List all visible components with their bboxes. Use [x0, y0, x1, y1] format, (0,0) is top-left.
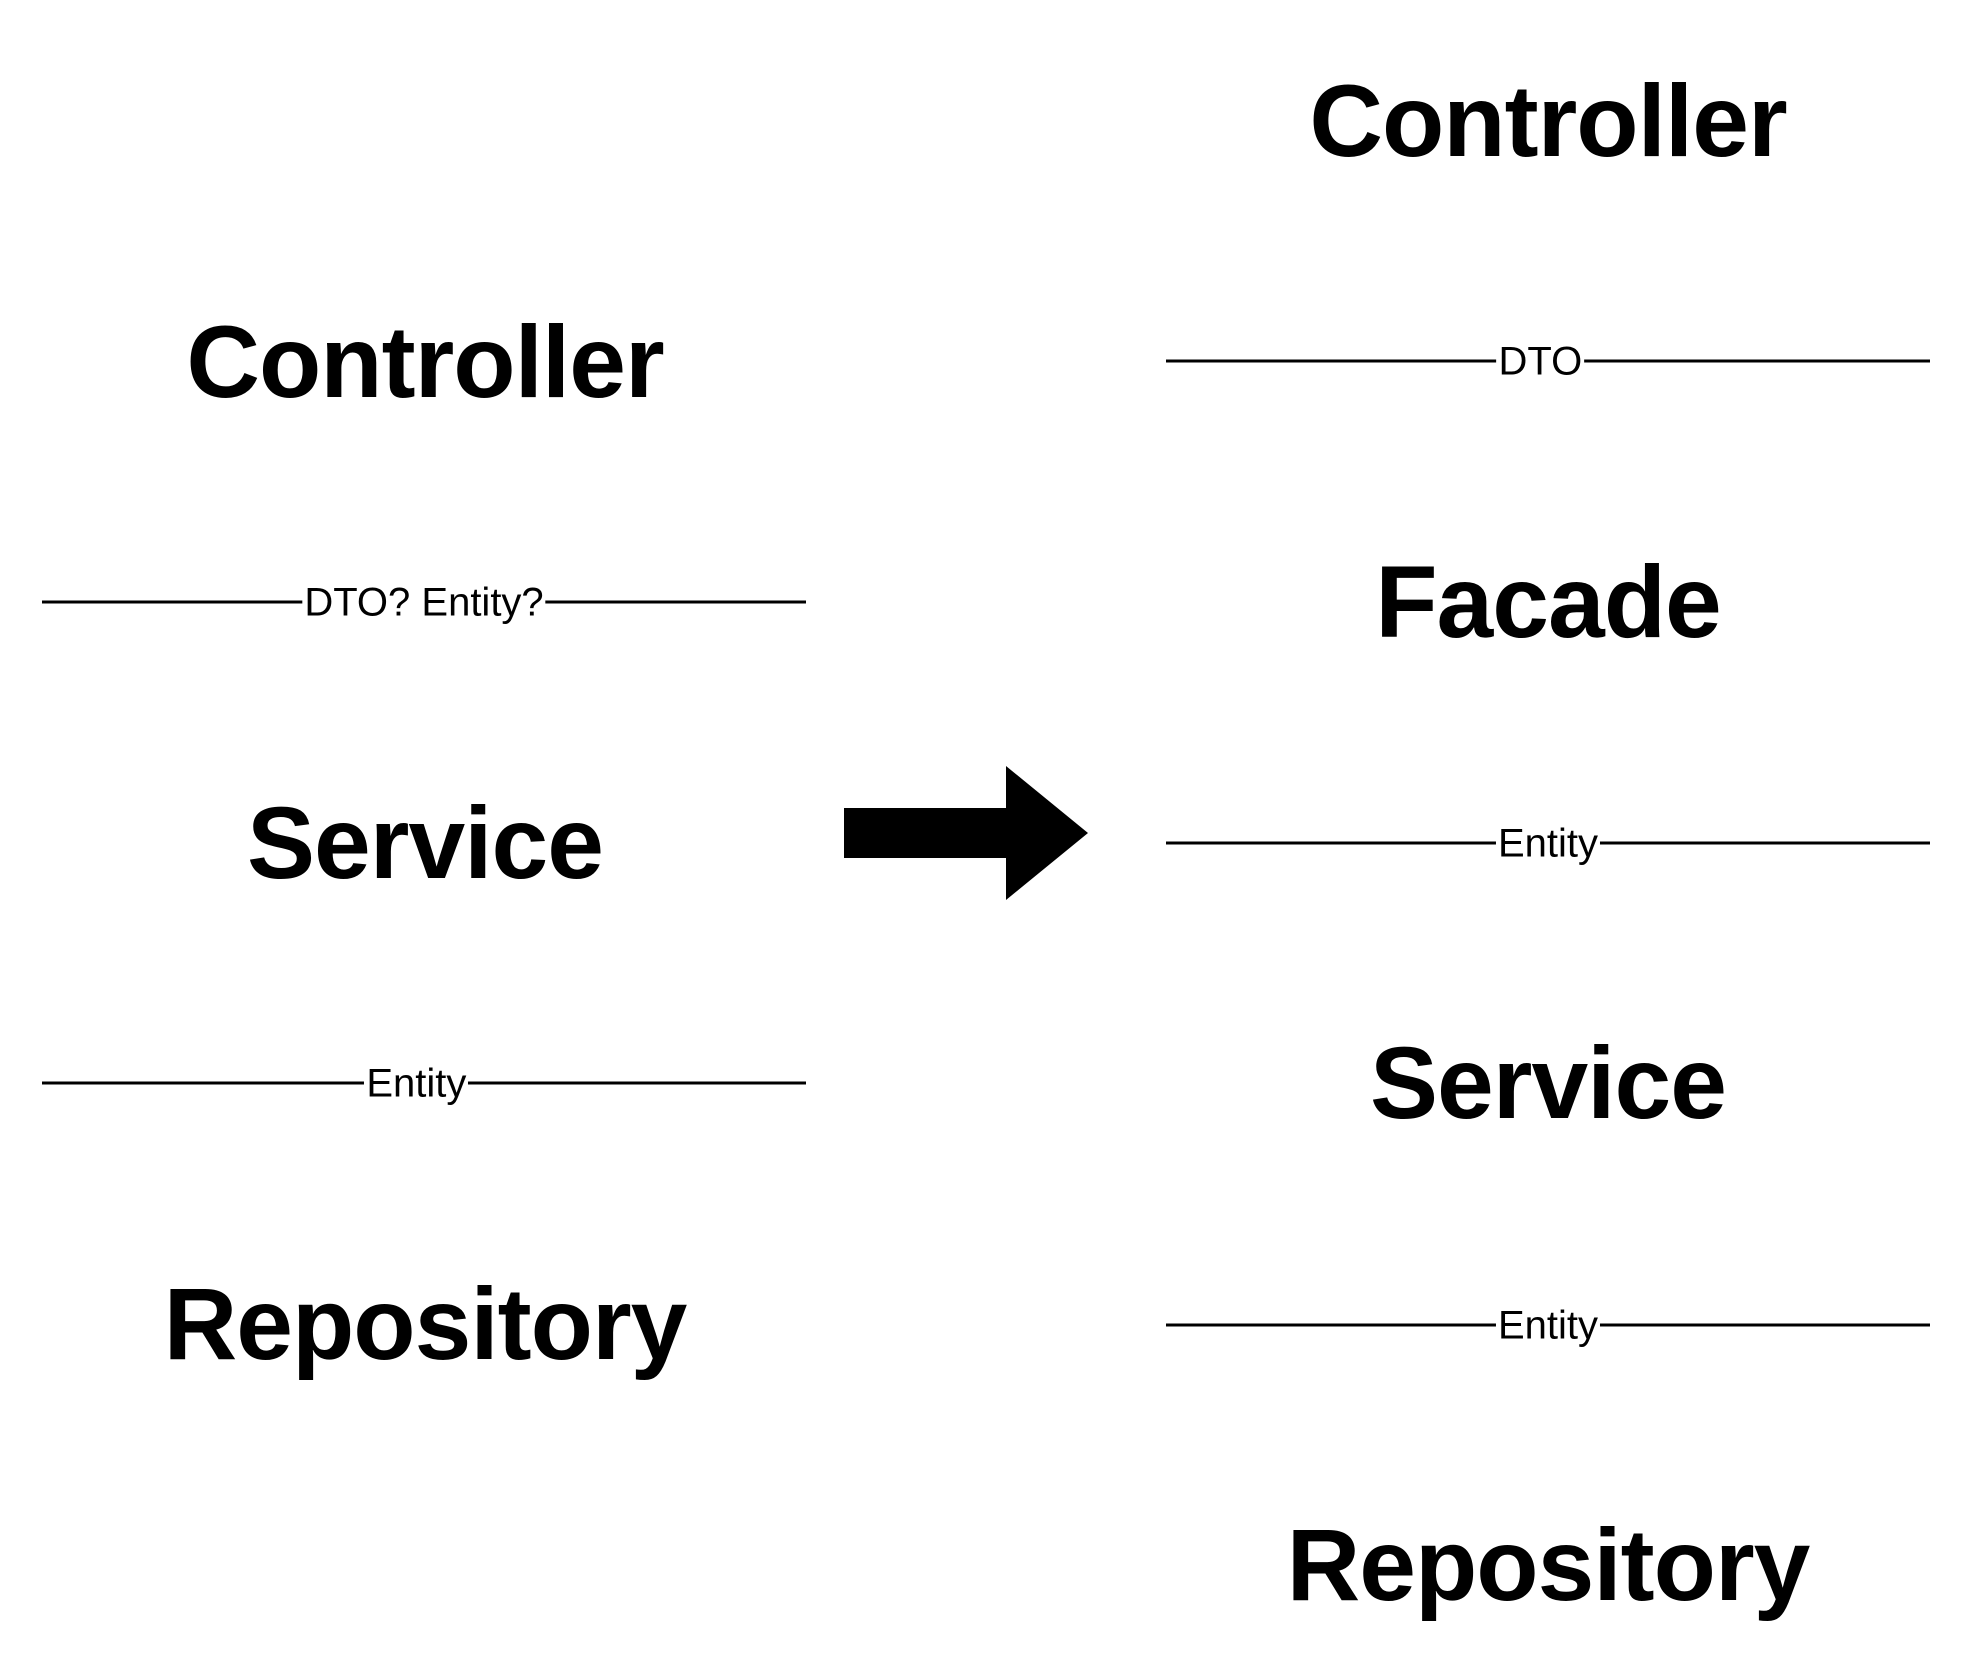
before-layer-repository: Repository: [163, 1267, 688, 1381]
before-layer-controller: Controller: [186, 305, 664, 419]
after-layer-facade: Facade: [1375, 545, 1722, 659]
arrow-right-icon: [844, 766, 1088, 900]
before-layer-service: Service: [247, 786, 604, 900]
before-boundary-label: Entity: [364, 1061, 469, 1105]
after-boundary-controller-facade: DTO: [1166, 341, 1930, 381]
after-layer-service: Service: [1370, 1026, 1727, 1140]
after-layer-repository: Repository: [1286, 1508, 1811, 1622]
before-boundary-service-repository: Entity: [42, 1063, 806, 1103]
after-boundary-label: Entity: [1495, 821, 1601, 865]
after-boundary-service-repository: Entity: [1166, 1305, 1930, 1345]
after-boundary-label: Entity: [1495, 1303, 1601, 1347]
before-boundary-label: DTO? Entity?: [302, 580, 546, 624]
after-layer-controller: Controller: [1309, 64, 1787, 178]
after-boundary-label: DTO: [1496, 339, 1585, 383]
before-boundary-controller-service: DTO? Entity?: [42, 582, 806, 622]
after-boundary-facade-service: Entity: [1166, 823, 1930, 863]
